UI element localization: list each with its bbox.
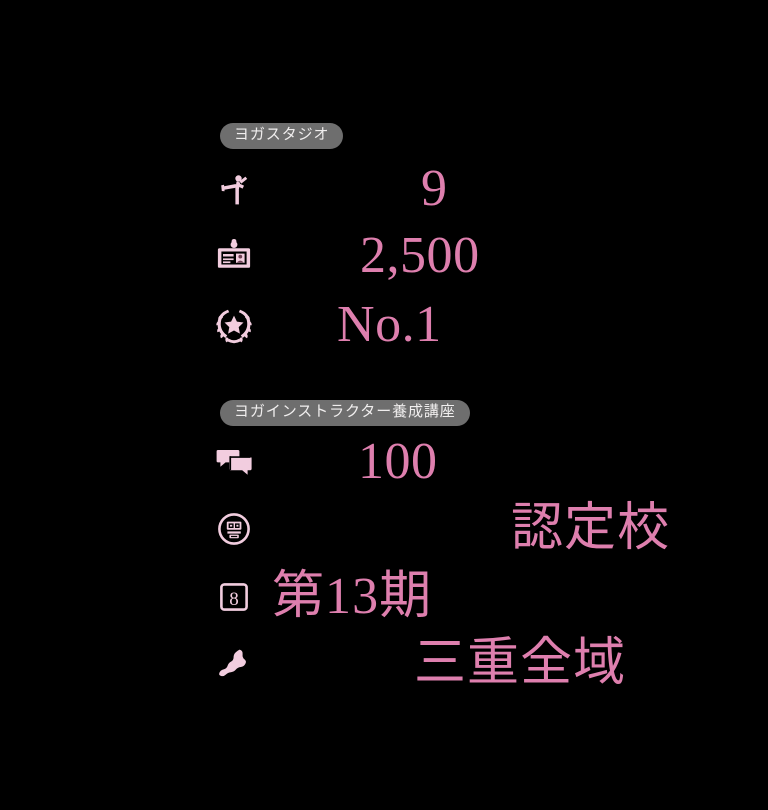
stat-value: No.1 [337,296,442,353]
numbered-square-icon: 8 [212,575,256,619]
stat-value: 第13期 [272,568,433,625]
stat-value: 9 [421,160,448,217]
stat-row: 8 第13期 [0,563,768,631]
stat-row: 9 [0,155,768,223]
stat-row: 認定校 [0,495,768,563]
stat-row: 100 [0,428,768,496]
svg-text:8: 8 [229,589,239,610]
stat-value: 100 [358,433,438,490]
id-card-icon [212,234,256,278]
section-badge-studio: ヨガスタジオ [220,123,344,150]
stat-row: 2,500 [0,222,768,290]
laurel-wreath-award-icon [212,303,256,347]
stat-value: 三重全域 [414,635,627,692]
certification-seal-icon [212,507,256,551]
stat-row: 三重全域 [0,630,768,698]
yoga-pose-icon [212,167,256,211]
section-badge-course: ヨガインストラクター養成講座 [220,400,470,427]
stat-value: 2,500 [360,227,480,284]
stat-row: No.1 [0,291,768,359]
map-region-icon [212,642,256,686]
stat-value: 認定校 [511,500,671,557]
chat-bubbles-icon [212,440,256,484]
